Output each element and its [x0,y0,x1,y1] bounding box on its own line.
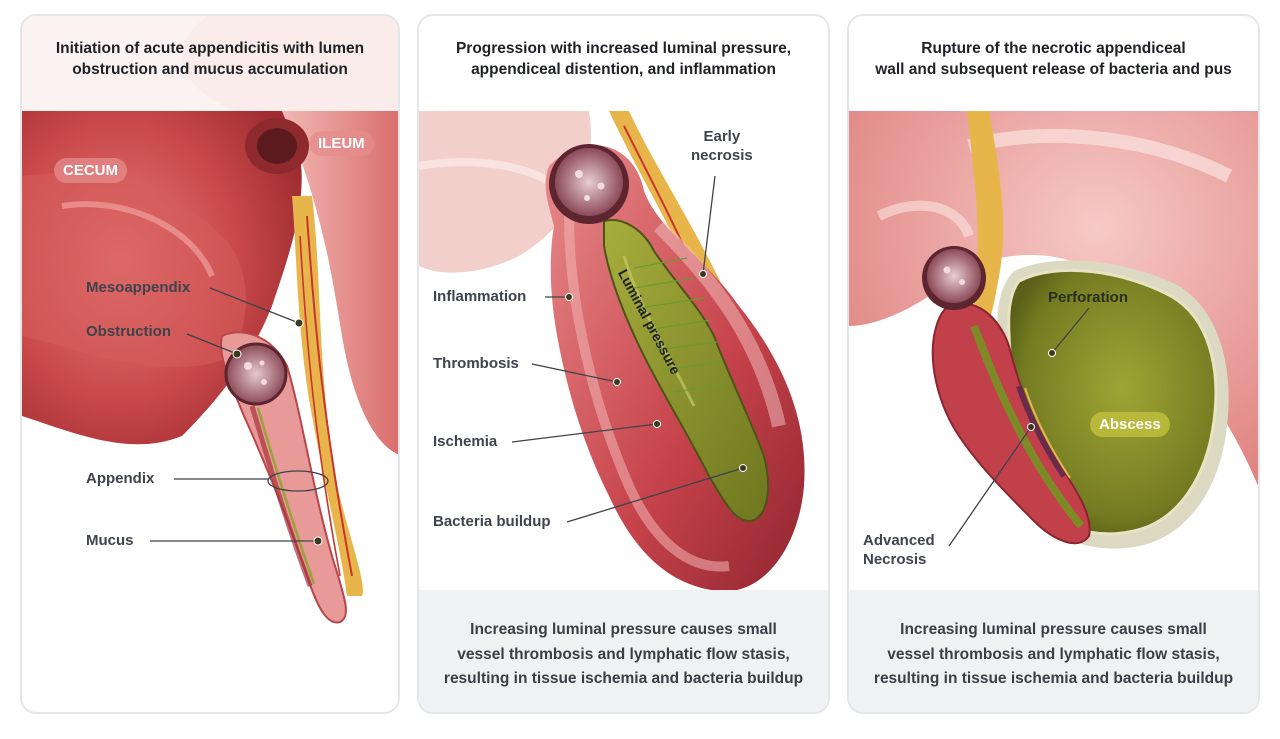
caption-line: Increasing luminal pressure causes small [470,621,777,638]
panel-rupture: Rupture of the necrotic appendiceal wall… [847,14,1260,714]
leader-line-mesoappendix [209,287,300,324]
label-appendix: Appendix [86,470,155,487]
panel-progression: Progression with increased luminal press… [417,14,830,714]
illustration-progression [419,16,828,592]
label-ileum: ILEUM [309,131,374,156]
label-early-necrosis-line: necrosis [691,147,753,164]
title-line: Progression with increased luminal press… [455,40,792,57]
leader-line-advanced-necrosis [948,426,1032,547]
leader-line-bacteria-buildup [566,467,744,523]
label-abscess: Abscess [1090,412,1170,437]
label-mucus: Mucus [86,532,134,549]
label-advanced-necrosis-line: Necrosis [863,551,927,568]
leader-line-early-necrosis [702,175,716,275]
label-obstruction: Obstruction [86,323,171,340]
label-mesoappendix: Mesoappendix [86,279,191,296]
title-line: obstruction and mucus accumulation [72,61,348,78]
caption-line: vessel thrombosis and lymphatic flow sta… [887,645,1220,663]
pressure-arrows [633,257,724,393]
label-perforation: Perforation [1048,289,1129,306]
label-advanced-necrosis: Advanced Necrosis [863,531,935,569]
panel-caption: Increasing luminal pressure causes small… [849,590,1258,712]
title-line: wall and subsequent release of bacteria … [875,61,1232,78]
illustration-rupture [849,16,1258,591]
caption-line: resulting in tissue ischemia and bacteri… [443,670,804,687]
title-line: Rupture of the necrotic appendiceal [921,40,1186,57]
leader-line-obstruction [186,333,238,355]
label-bacteria-buildup: Bacteria buildup [433,513,551,530]
panel-title: Progression with increased luminal press… [419,38,828,80]
label-early-necrosis: Early necrosis [691,127,753,165]
caption-line: Increasing luminal pressure causes small [900,621,1207,638]
label-cecum: CECUM [54,158,127,183]
illustration-initiation [22,16,398,624]
caption-line: resulting in tissue ischemia and bacteri… [873,670,1234,687]
panel-title: Initiation of acute appendicitis with lu… [22,38,398,80]
title-line: Initiation of acute appendicitis with lu… [55,40,365,57]
label-inflammation: Inflammation [433,288,527,305]
caption-line: vessel thrombosis and lymphatic flow sta… [457,645,790,663]
title-line: appendiceal distention, and inflammation [471,61,776,78]
label-thrombosis: Thrombosis [433,355,519,372]
panel-title: Rupture of the necrotic appendiceal wall… [849,38,1258,80]
panel-caption: Increasing luminal pressure causes small… [419,590,828,712]
label-advanced-necrosis-line: Advanced [863,532,935,549]
leader-line-thrombosis [531,363,618,383]
leader-line-perforation [1051,307,1090,354]
panel-initiation: Initiation of acute appendicitis with lu… [20,14,400,714]
leader-line-ischemia [511,423,658,443]
label-ischemia: Ischemia [433,433,498,450]
label-early-necrosis-line: Early [703,128,741,145]
